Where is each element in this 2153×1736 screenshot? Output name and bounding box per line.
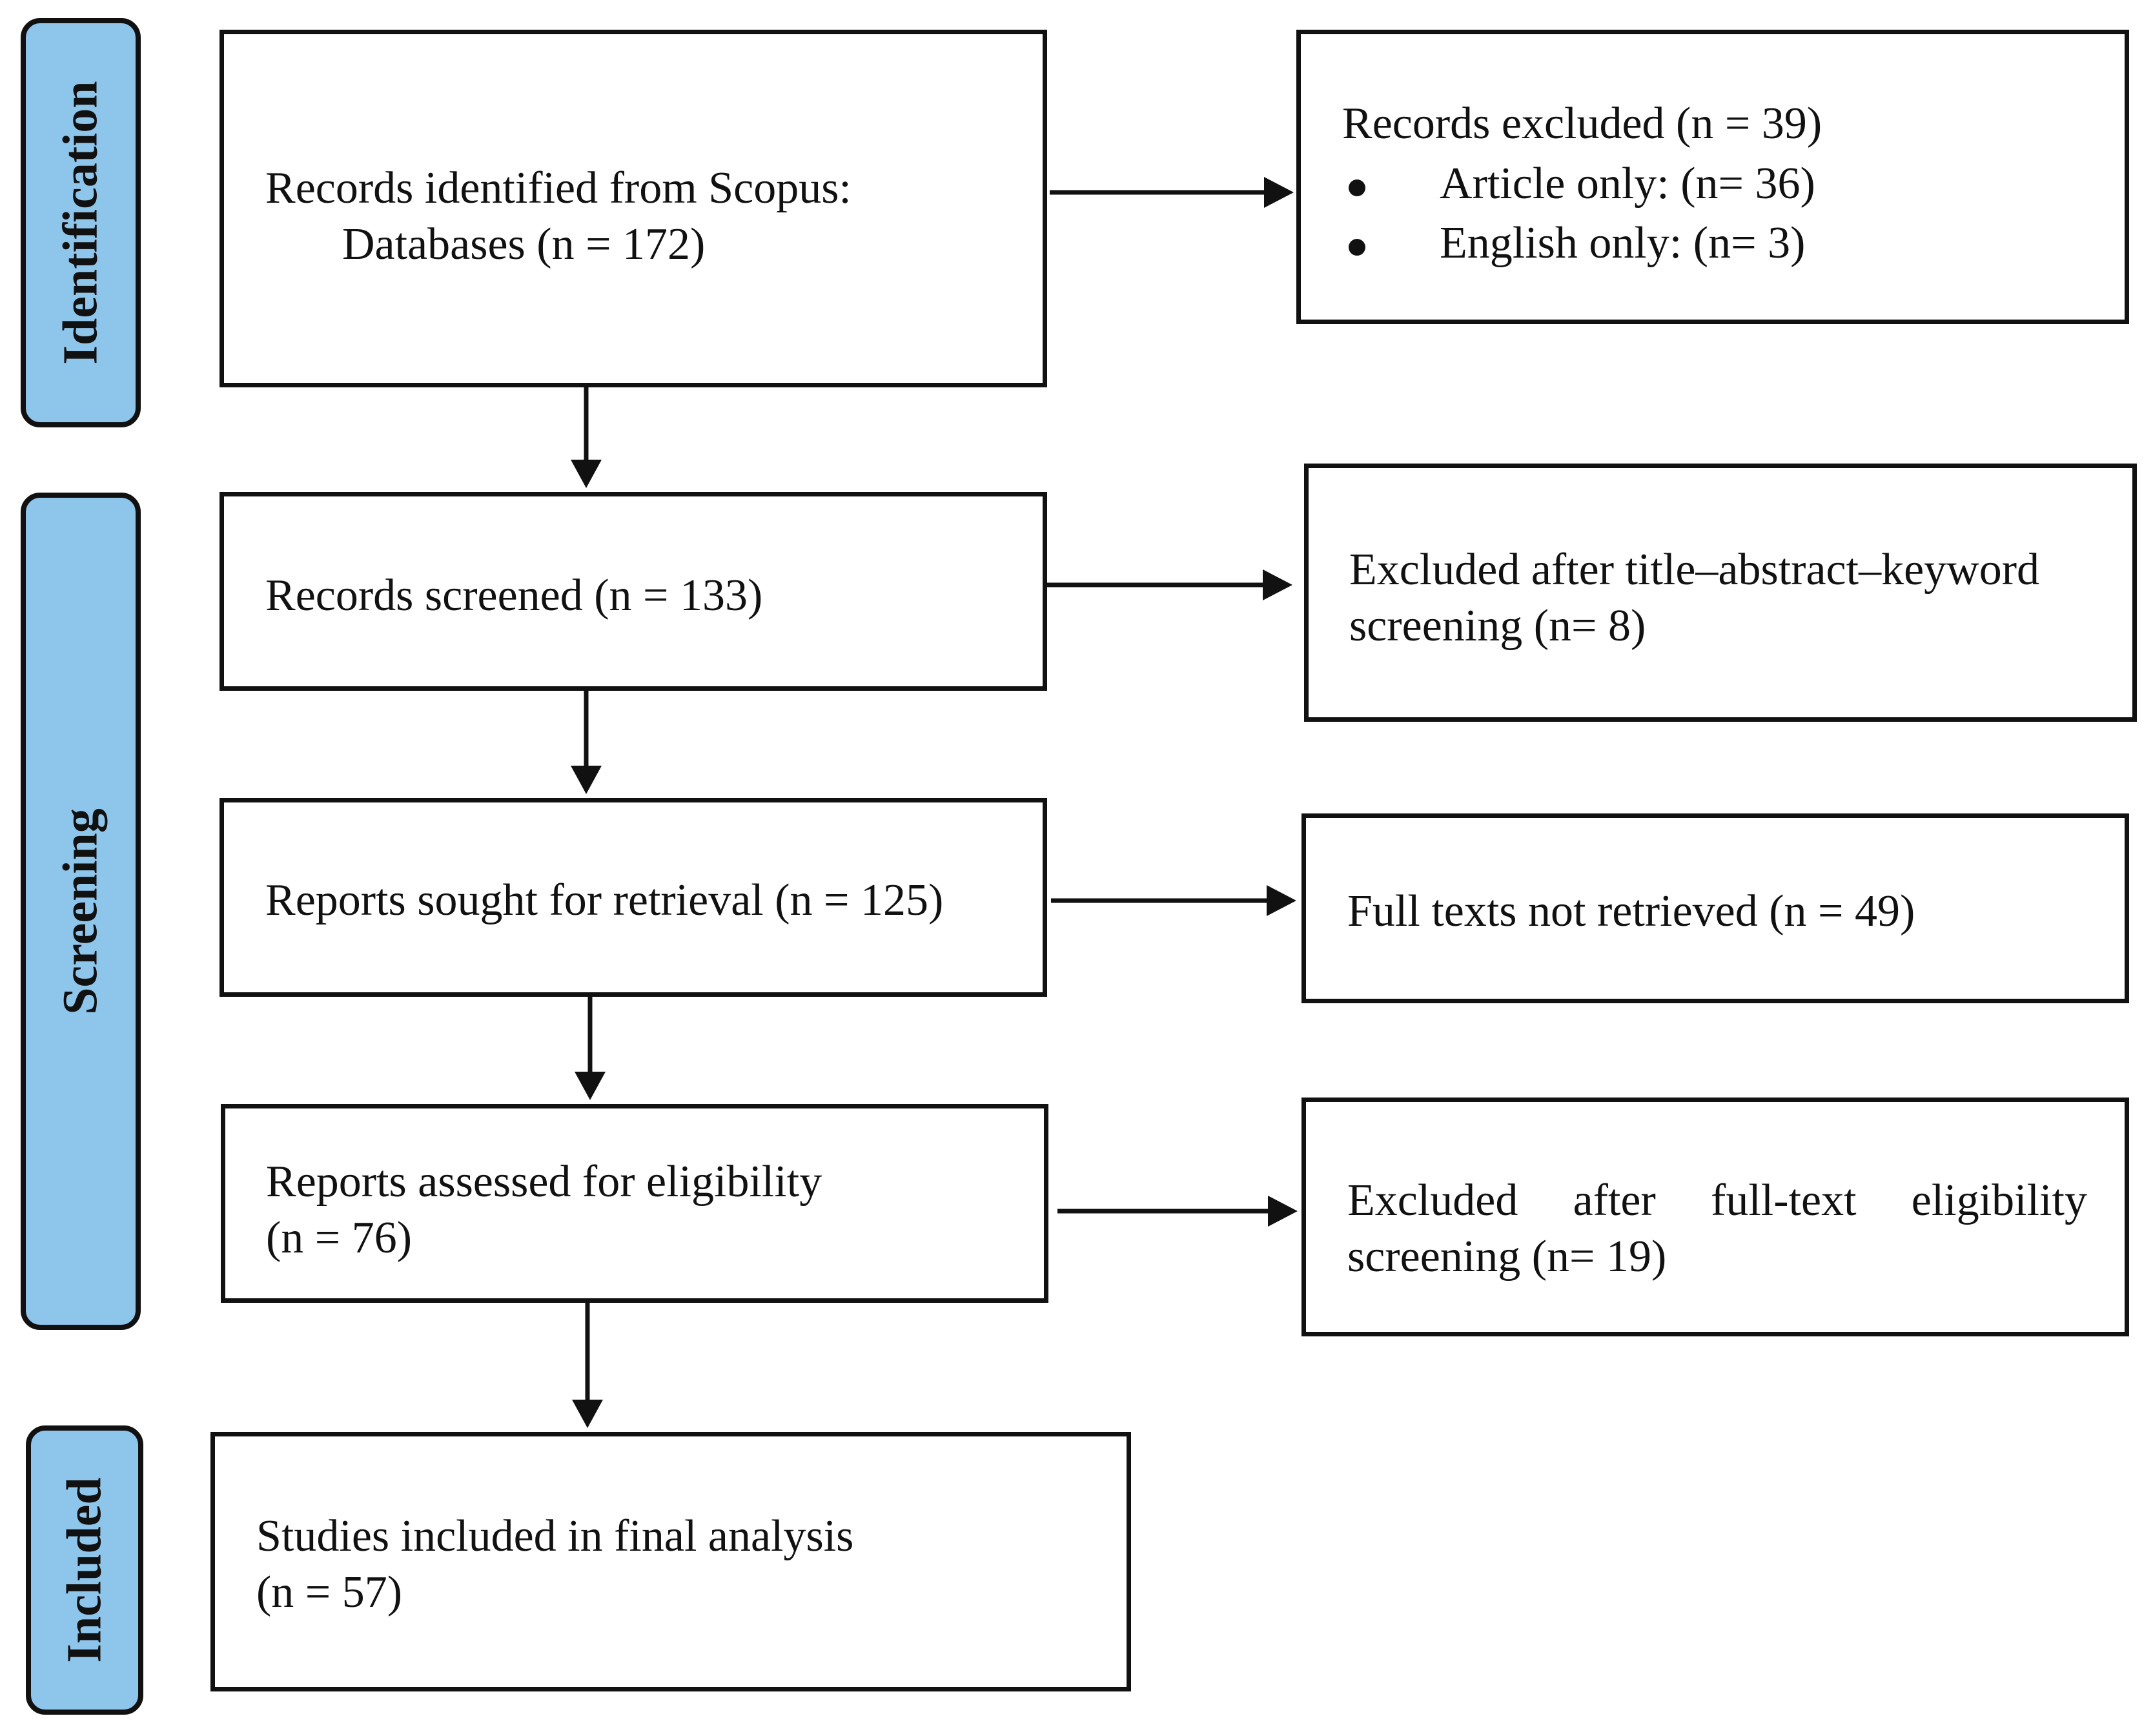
excluded-fulltext-word-1: Excluded: [1347, 1176, 1518, 1225]
excluded-title-abstract-box: Excluded after title–abstract–keyword sc…: [1304, 464, 2137, 722]
records-excluded-box: Records excluded (n = 39) Article only: …: [1296, 30, 2129, 324]
records-excluded-title: Records excluded (n = 39): [1342, 99, 1822, 148]
excluded-fulltext-line2: screening (n= 19): [1347, 1232, 1667, 1282]
reports-sought-text: Reports sought for retrieval (n = 125): [265, 875, 944, 925]
records-screened-box: Records screened (n = 133): [219, 492, 1047, 691]
records-excluded-bullet-1: Article only: (n= 36): [1440, 159, 1815, 209]
reports-assessed-box: Reports assessed for eligibility (n = 76…: [221, 1104, 1048, 1303]
arrowhead-icon: [571, 460, 602, 488]
arrowhead-icon: [575, 1072, 606, 1100]
bullet-icon: [1349, 239, 1365, 256]
reports-assessed-line2: (n = 76): [266, 1213, 413, 1263]
excluded-fulltext-line1: Excluded after full-text eligibility: [1347, 1172, 2087, 1230]
excluded-title-abstract-line2: screening (n= 8): [1349, 601, 1646, 651]
excluded-title-abstract-line1: Excluded after title–abstract–keyword: [1349, 545, 2040, 595]
arrowhead-icon: [1268, 1196, 1298, 1227]
excluded-fulltext-box: Excluded after full-text eligibility scr…: [1301, 1098, 2129, 1336]
not-retrieved-text: Full texts not retrieved (n = 49): [1347, 886, 1915, 936]
excluded-fulltext-word-4: eligibility: [1911, 1176, 2087, 1225]
records-identified-line2: Databases (n = 172): [342, 220, 706, 269]
records-excluded-bullet-2: English only: (n= 3): [1440, 218, 1806, 268]
studies-included-box: Studies included in final analysis (n = …: [210, 1432, 1131, 1691]
studies-included-line2: (n = 57): [256, 1568, 403, 1617]
phase-identification: Identification: [21, 18, 141, 427]
bullet-icon: [1349, 179, 1365, 196]
phase-screening: Screening: [21, 493, 141, 1330]
not-retrieved-box: Full texts not retrieved (n = 49): [1301, 813, 2129, 1003]
records-identified-box: Records identified from Scopus: Database…: [219, 30, 1047, 387]
excluded-fulltext-word-3: full-text: [1711, 1176, 1857, 1225]
phase-included: Included: [26, 1425, 143, 1715]
arrowhead-icon: [1264, 177, 1294, 208]
arrowhead-icon: [571, 766, 602, 794]
arrowhead-icon: [1267, 885, 1296, 916]
arrowhead-icon: [572, 1400, 603, 1428]
studies-included-line1: Studies included in final analysis: [256, 1511, 854, 1561]
records-identified-line1: Records identified from Scopus:: [265, 163, 852, 213]
reports-sought-box: Reports sought for retrieval (n = 125): [219, 798, 1047, 997]
arrowhead-icon: [1263, 569, 1292, 600]
reports-assessed-line1: Reports assessed for eligibility: [266, 1157, 822, 1207]
excluded-fulltext-word-2: after: [1573, 1176, 1656, 1225]
records-screened-text: Records screened (n = 133): [265, 571, 763, 620]
